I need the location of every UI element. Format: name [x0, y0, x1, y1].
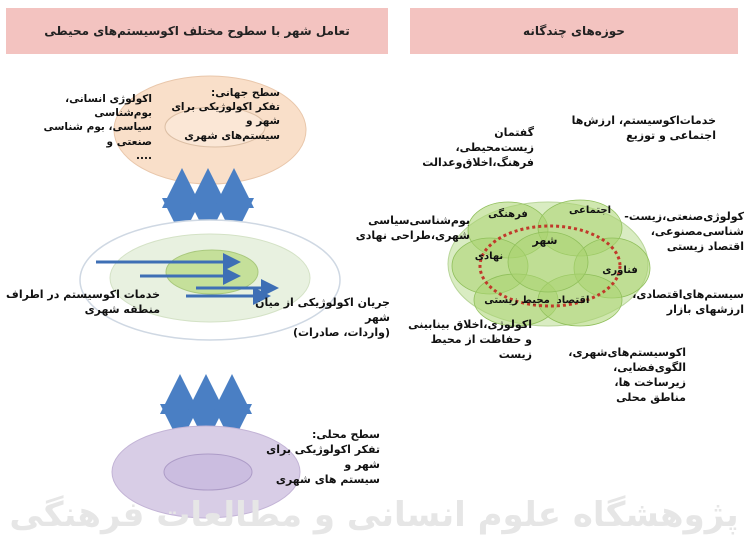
watermark-text: پژوهشگاه علوم انسانی و مطالعات فرهنگی	[9, 495, 739, 535]
petal-label-technology: فناوری	[602, 265, 638, 276]
header-right: حوزه‌های چندگانه	[410, 8, 738, 54]
dashed-city-ring	[478, 224, 622, 308]
vertical-arrows-top	[162, 168, 254, 238]
petal-label-institutional: نهادی	[474, 251, 504, 262]
label-economic-systems: سیستم‌های‌اقتصادی، ارزشهای بازار	[632, 288, 744, 316]
label-discourse: گفتمان زیست‌محیطی، فرهنگ،اخلاق‌وعدالت	[422, 126, 534, 169]
flow-arrows	[96, 253, 279, 305]
label-political-ecology: بوم‌شناسی‌سیاسی شهری،طراحی نهادی	[355, 214, 470, 242]
label-local-level: سطح محلی: تفکر اکولوژیکی برای شهر و سیست…	[266, 428, 380, 486]
petals-group	[451, 199, 651, 327]
header-left: تعامل شهر با سطوح مختلف اکوسیستم‌های محی…	[6, 8, 388, 54]
label-urban-ecosystems: اکوسیستم‌های‌شهری، الگوی‌فضایی، زیرساخت …	[568, 346, 686, 404]
label-ecosystem-services: خدمات اکوسیستم در اطراف منطقه شهری	[6, 288, 160, 316]
local-level-inner-ellipse	[163, 453, 253, 491]
label-industrial-ecology: کولوژی‌صنعتی،زیست- شناسی‌مصنوعی، اقتصاد …	[624, 210, 744, 253]
global-level-inner-ellipse	[164, 106, 266, 148]
petal-label-culture: فرهنگی	[488, 209, 528, 220]
petal-label-city: شهر	[532, 234, 558, 247]
label-services-values: خدمات‌اکوسیستم، ارزش‌ها اجتماعی و توزیع	[571, 114, 716, 142]
petal-label-economic: اقتصاد	[556, 295, 590, 306]
label-global-left-text: اکولوژی انسانی، بوم‌شناسی سیاسی، بوم شنا…	[43, 93, 152, 162]
vertical-arrows-bottom	[160, 374, 252, 444]
petal-label-environmental: محیط زیستی	[484, 295, 550, 306]
label-ethics: اکولوژی،اخلاق بینابینی و حفاظت از محیط ز…	[408, 318, 532, 361]
petal-label-social: اجتماعی	[568, 205, 612, 216]
label-global-level: سطح جهانی: تفکر اکولوژیکی برای شهر و سیس…	[171, 87, 280, 142]
label-ecological-flow: جریان اکولوژیکی از میان شهر (واردات، صاد…	[255, 296, 390, 339]
